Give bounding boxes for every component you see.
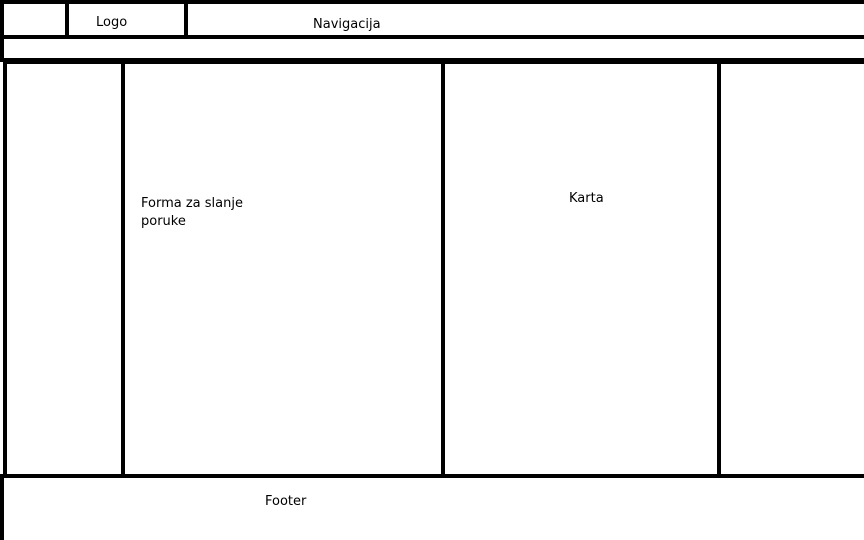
map-label: Karta xyxy=(569,191,604,206)
left-sidebar-box xyxy=(3,60,126,480)
navigation-box xyxy=(184,0,864,39)
right-sidebar-box xyxy=(717,60,864,478)
subheader-bar xyxy=(0,35,864,62)
form-label: Forma za slanje poruke xyxy=(141,196,243,229)
logo-label: Logo xyxy=(96,15,128,30)
header-left-box xyxy=(0,0,69,39)
form-box xyxy=(121,60,447,480)
footer-label: Footer xyxy=(265,494,307,509)
navigation-label: Navigacija xyxy=(313,17,381,32)
footer-box xyxy=(0,474,864,540)
map-box xyxy=(441,60,723,480)
